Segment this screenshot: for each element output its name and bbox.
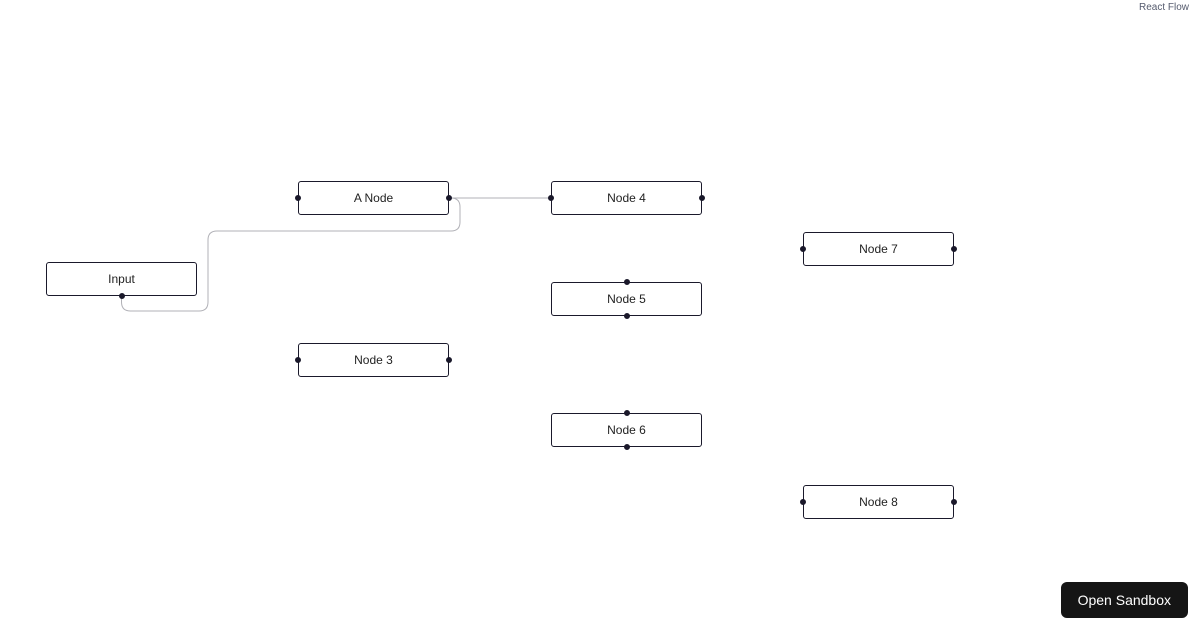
- handle-bottom-5[interactable]: [623, 313, 630, 319]
- open-sandbox-button[interactable]: Open Sandbox: [1060, 582, 1188, 618]
- node-5[interactable]: Node 5: [551, 279, 702, 319]
- handle-top-6[interactable]: [623, 410, 630, 416]
- node-4[interactable]: Node 4: [548, 181, 705, 215]
- handle-left-8[interactable]: [800, 499, 806, 505]
- node-input[interactable]: Input: [46, 262, 197, 299]
- handle-right-3[interactable]: [446, 357, 452, 363]
- node-label: Node 8: [859, 495, 898, 509]
- node-label: Node 4: [607, 191, 646, 205]
- handle-left-2[interactable]: [295, 195, 301, 201]
- node-label: A Node: [353, 191, 394, 205]
- node-7[interactable]: Node 7: [800, 232, 957, 266]
- node-8[interactable]: Node 8: [800, 485, 957, 519]
- handle-left-4[interactable]: [548, 195, 554, 201]
- handle-bottom-6[interactable]: [623, 444, 630, 450]
- node-label: Node 3: [354, 353, 393, 367]
- react-flow-attribution: React Flow: [1139, 1, 1189, 15]
- handle-right-7[interactable]: [951, 246, 957, 252]
- node-label: Node 5: [607, 292, 646, 306]
- node-label: Input: [108, 272, 135, 286]
- node-6[interactable]: Node 6: [551, 410, 702, 450]
- handle-right-8[interactable]: [951, 499, 957, 505]
- handle-right-4[interactable]: [699, 195, 705, 201]
- handle-top-5[interactable]: [623, 279, 630, 285]
- handle-bottom-input[interactable]: [118, 293, 125, 299]
- handle-right-2[interactable]: [446, 195, 452, 201]
- node-3[interactable]: Node 3: [295, 343, 452, 377]
- attribution-label: React Flow: [1138, 2, 1189, 13]
- node-2[interactable]: A Node: [295, 181, 452, 215]
- node-label: Node 6: [607, 423, 646, 437]
- node-label: Node 7: [859, 242, 898, 256]
- handle-left-3[interactable]: [295, 357, 301, 363]
- handle-left-7[interactable]: [800, 246, 806, 252]
